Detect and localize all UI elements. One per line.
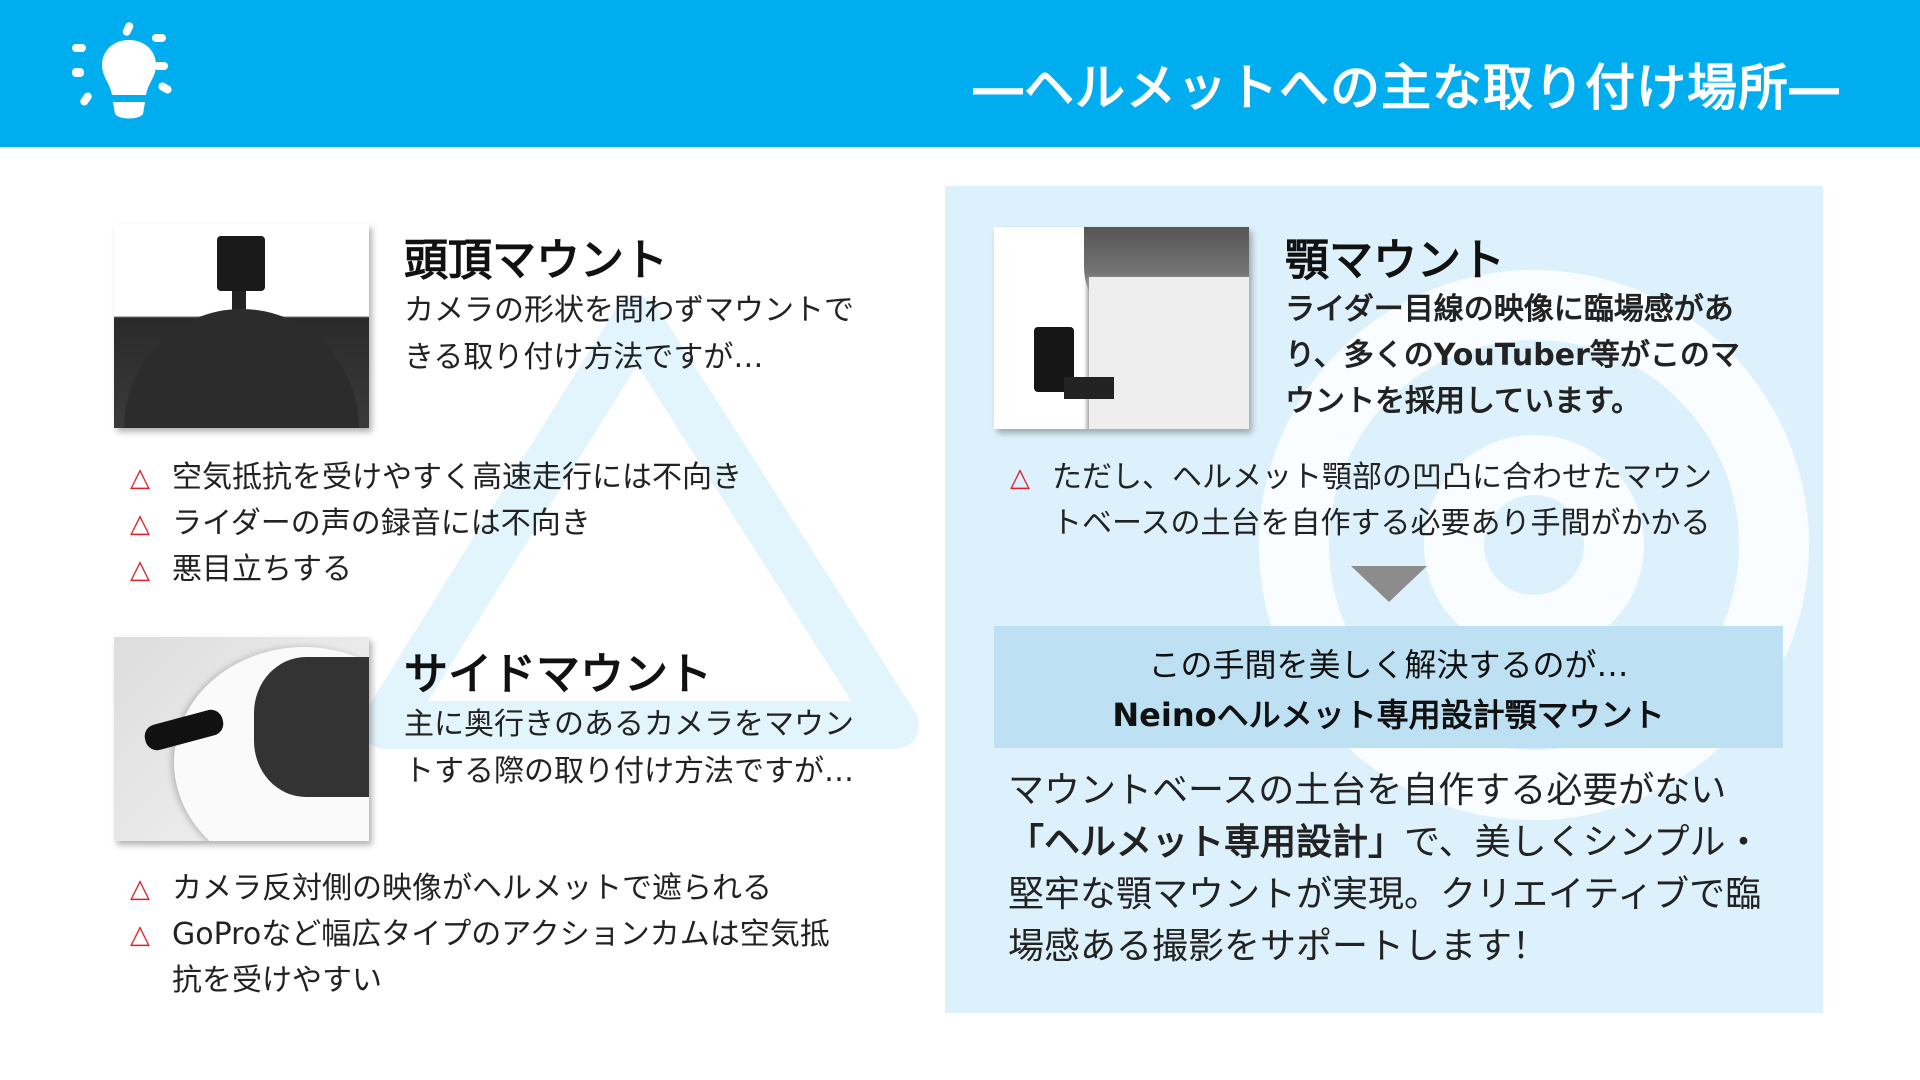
list-item: △GoProなど幅広タイプのアクションカムは空気抵抗を受けやすい (130, 912, 830, 1004)
paragraph-line: 「ヘルメット専用設計」で、美しくシンプル・ (1008, 817, 1808, 869)
down-arrow-icon (1351, 566, 1427, 602)
paragraph-line: マウントベースの土台を自作する必要がない (1008, 770, 1727, 811)
warning-triangle-icon: △ (130, 463, 150, 493)
warning-triangle-icon: △ (130, 920, 150, 950)
top-mount-description: カメラの形状を問わずマウントで きる取り付け方法ですが… (404, 287, 854, 381)
paragraph-line: 堅牢な顎マウントが実現。クリエイティブで臨 (1008, 874, 1762, 915)
lightbulb-icon (72, 22, 172, 119)
desc-line: ライダー目線の映像に臨場感があ (1285, 292, 1734, 327)
desc-line: カメラの形状を問わずマウントで (404, 293, 854, 328)
triangle-watermark (361, 296, 919, 749)
solution-product-name: Neinoヘルメット専用設計顎マウント (1112, 696, 1665, 734)
chin-mount-photo (994, 227, 1249, 429)
desc-line: り、多くのYouTuber等がこのマ (1285, 338, 1740, 373)
warning-triangle-icon: △ (130, 509, 150, 539)
top-mount-photo (114, 224, 369, 428)
list-item: △カメラ反対側の映像がヘルメットで遮られる (130, 866, 830, 912)
circle-watermark (1259, 270, 1809, 820)
header-bar: ―ヘルメットへの主な取り付け場所― (0, 0, 1920, 147)
chin-mount-cons: △ただし、ヘルメット顎部の凹凸に合わせたマウントベースの土台を自作する必要あり手… (1010, 455, 1712, 547)
conclusion-paragraph: マウントベースの土台を自作する必要がない 「ヘルメット専用設計」で、美しくシンプ… (1008, 765, 1808, 973)
side-mount-photo (114, 637, 369, 841)
warning-triangle-icon: △ (1010, 463, 1030, 493)
paragraph-line: 場感ある撮影をサポートします！ (1008, 926, 1549, 967)
warning-triangle-icon: △ (130, 874, 150, 904)
desc-line: 主に奥行きのあるカメラをマウン (404, 707, 854, 742)
desc-line: トする際の取り付け方法ですが… (404, 754, 854, 789)
emphasis-text: 「ヘルメット専用設計」 (1008, 822, 1405, 863)
list-item: △ただし、ヘルメット顎部の凹凸に合わせたマウントベースの土台を自作する必要あり手… (1010, 455, 1712, 547)
desc-line: きる取り付け方法ですが… (404, 340, 764, 375)
chin-mount-title: 顎マウント (1285, 235, 1505, 286)
list-item: △空気抵抗を受けやすく高速走行には不向き (130, 455, 742, 501)
top-mount-title: 頭頂マウント (404, 235, 668, 286)
solution-box: この手間を美しく解決するのが… Neinoヘルメット専用設計顎マウント (994, 626, 1783, 748)
warning-triangle-icon: △ (130, 555, 150, 585)
chin-mount-description: ライダー目線の映像に臨場感があ り、多くのYouTuber等がこのマ ウントを採… (1285, 287, 1740, 425)
side-mount-title: サイドマウント (404, 649, 712, 700)
list-item: △ライダーの声の録音には不向き (130, 501, 742, 547)
paragraph-text: で、美しくシンプル・ (1404, 822, 1762, 863)
list-item: △悪目立ちする (130, 547, 742, 593)
desc-line: ウントを採用しています。 (1285, 384, 1642, 419)
side-mount-description: 主に奥行きのあるカメラをマウン トする際の取り付け方法ですが… (404, 701, 854, 795)
solution-intro: この手間を美しく解決するのが… (1148, 646, 1629, 684)
side-mount-cons: △カメラ反対側の映像がヘルメットで遮られる △GoProなど幅広タイプのアクショ… (130, 866, 830, 1004)
page-title: ―ヘルメットへの主な取り付け場所― (973, 59, 1840, 117)
top-mount-cons: △空気抵抗を受けやすく高速走行には不向き △ライダーの声の録音には不向き △悪目… (130, 455, 742, 593)
